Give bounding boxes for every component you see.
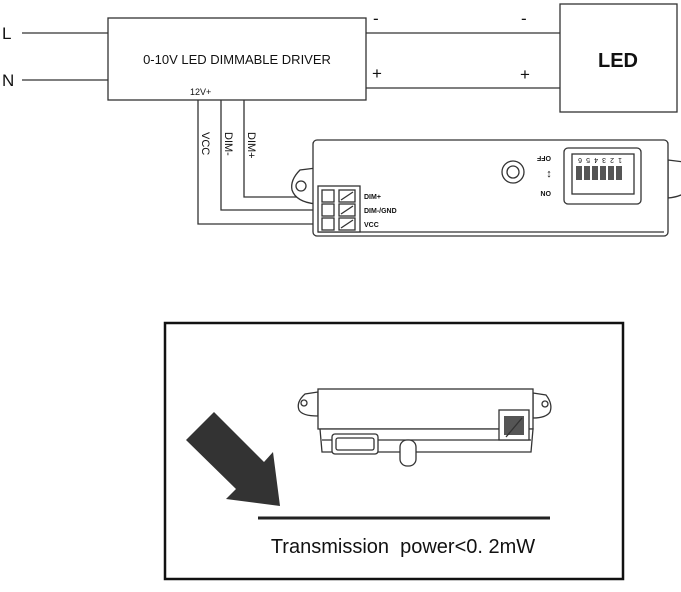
led-box bbox=[559, 3, 678, 113]
right-mount-ear bbox=[667, 159, 681, 199]
left-mount-ear bbox=[291, 167, 317, 205]
led-driver: 0-10V LED DIMMABLE DRIVER 12V+ - + bbox=[107, 9, 382, 101]
transmission-caption: Transmission power<0. 2mW bbox=[271, 536, 535, 558]
inset-connector bbox=[331, 433, 379, 455]
dip-number: 2 bbox=[610, 156, 614, 163]
driver-plus: + bbox=[372, 64, 382, 83]
wire-dim-plus-label: DIM+ bbox=[245, 132, 257, 159]
arrow-icon bbox=[186, 412, 280, 506]
dip-off-label: OFF bbox=[536, 154, 551, 161]
wire-dim-minus-label: DIM- bbox=[222, 132, 234, 156]
dip-switch: OFF ↕ ON 6 5 4 3 2 1 bbox=[536, 147, 642, 205]
terminal-vcc-label: VCC bbox=[364, 222, 379, 229]
led-indicator-outer bbox=[501, 160, 525, 184]
transmission-inset: Transmission power<0. 2mW bbox=[163, 321, 625, 581]
dip-number: 1 bbox=[618, 156, 622, 163]
terminal-dim-gnd-label: DIM-/GND bbox=[364, 208, 397, 215]
led-plus: + bbox=[520, 65, 530, 84]
control-wires: VCC DIM- DIM+ bbox=[197, 100, 318, 225]
dip-arrow-icon: ↕ bbox=[546, 168, 552, 180]
inset-antenna bbox=[399, 439, 417, 467]
driver-output-label: 12V+ bbox=[190, 87, 211, 97]
mains-input: L N bbox=[2, 24, 108, 90]
driver-box bbox=[107, 17, 367, 101]
inset-left-ear bbox=[297, 391, 319, 417]
driver-minus: - bbox=[373, 9, 379, 28]
dim-minus-wire bbox=[220, 100, 318, 211]
dip-on-label: ON bbox=[541, 189, 552, 196]
led-load: LED bbox=[559, 3, 678, 113]
left-mount-hole bbox=[295, 180, 307, 192]
dip-number: 5 bbox=[586, 156, 590, 163]
neutral-label: N bbox=[2, 71, 14, 90]
vcc-wire bbox=[197, 100, 318, 225]
line-label: L bbox=[2, 24, 11, 43]
dimmer-module: DIM+ DIM-/GND VCC OFF ↕ ON 6 5 4 3 2 1 bbox=[291, 139, 681, 237]
dip-toggles bbox=[576, 166, 622, 180]
inset-module bbox=[297, 388, 552, 467]
dip-number: 4 bbox=[594, 156, 598, 163]
dip-window bbox=[571, 153, 635, 195]
dip-number: 6 bbox=[578, 156, 582, 163]
led-label: LED bbox=[598, 50, 638, 72]
dip-number: 3 bbox=[602, 156, 606, 163]
terminal-dim-plus-label: DIM+ bbox=[364, 194, 381, 201]
dip-numbers: 6 5 4 3 2 1 bbox=[578, 156, 622, 163]
dim-plus-wire bbox=[243, 100, 318, 198]
terminal-screws bbox=[321, 189, 356, 231]
wire-vcc-label: VCC bbox=[199, 132, 211, 155]
led-indicator-inner bbox=[506, 165, 520, 179]
led-minus: - bbox=[521, 9, 527, 28]
driver-label: 0-10V LED DIMMABLE DRIVER bbox=[143, 52, 331, 67]
inset-body bbox=[317, 388, 534, 430]
